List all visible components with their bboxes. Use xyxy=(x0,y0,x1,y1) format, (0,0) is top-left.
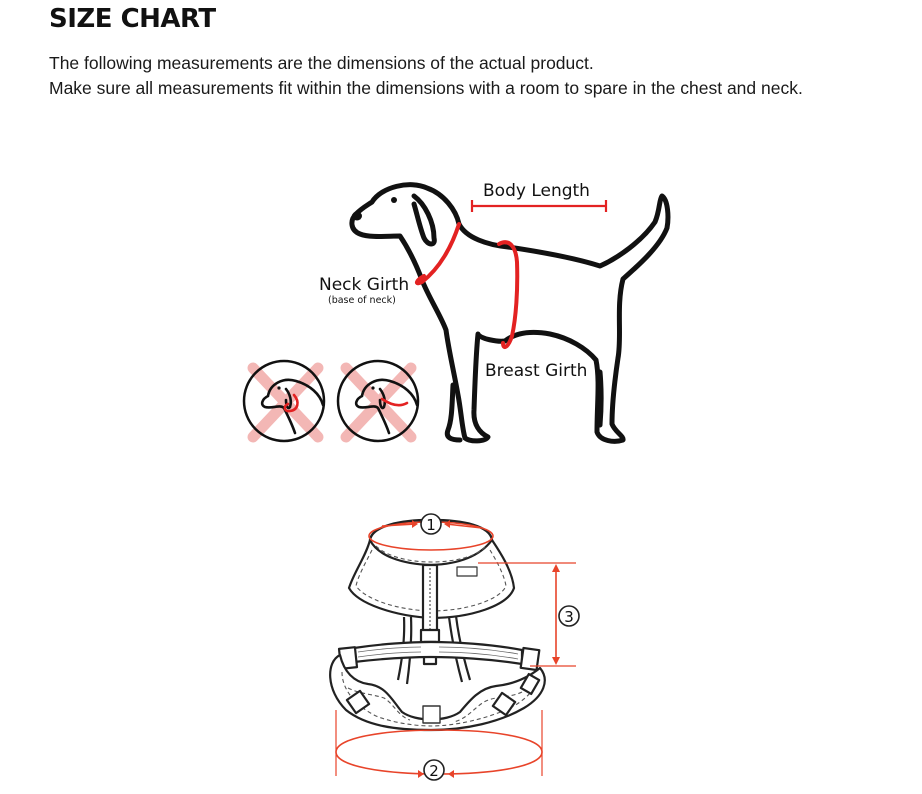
dog-outline xyxy=(349,182,671,444)
dog-illustration xyxy=(349,182,671,444)
marker-3-label: 3 xyxy=(564,608,574,626)
breast-girth-marker xyxy=(497,240,520,350)
wrong-fit-example-2 xyxy=(336,359,420,443)
body-length-label: Body Length xyxy=(483,181,590,201)
dog-front-leg xyxy=(444,382,463,443)
intro-text: The following measurements are the dimen… xyxy=(49,51,909,101)
harness-belly-band xyxy=(329,653,546,732)
page-title: SIZE CHART xyxy=(49,4,216,34)
dog-nose xyxy=(352,211,362,221)
harness-chest-strap xyxy=(352,640,524,666)
marker-1: 1 xyxy=(420,513,442,535)
neck-girth-marker xyxy=(415,222,461,286)
body-length-marker xyxy=(470,200,608,212)
marker-2-label: 2 xyxy=(429,762,439,780)
intro-line-1: The following measurements are the dimen… xyxy=(49,53,594,73)
marker-2: 2 xyxy=(423,759,445,781)
dog-hind-leg xyxy=(597,369,604,428)
neck-girth-label: Neck Girth xyxy=(319,275,409,295)
breast-girth-label: Breast Girth xyxy=(485,361,587,381)
intro-line-2: Make sure all measurements fit within th… xyxy=(49,78,803,98)
marker-3: 3 xyxy=(558,605,580,627)
dog-eye xyxy=(391,197,397,203)
harness-illustration xyxy=(329,518,546,732)
wrong-fit-example-1 xyxy=(242,359,326,443)
neck-girth-note: (base of neck) xyxy=(328,295,396,306)
dog-ear xyxy=(411,193,437,247)
marker-1-label: 1 xyxy=(426,516,436,534)
